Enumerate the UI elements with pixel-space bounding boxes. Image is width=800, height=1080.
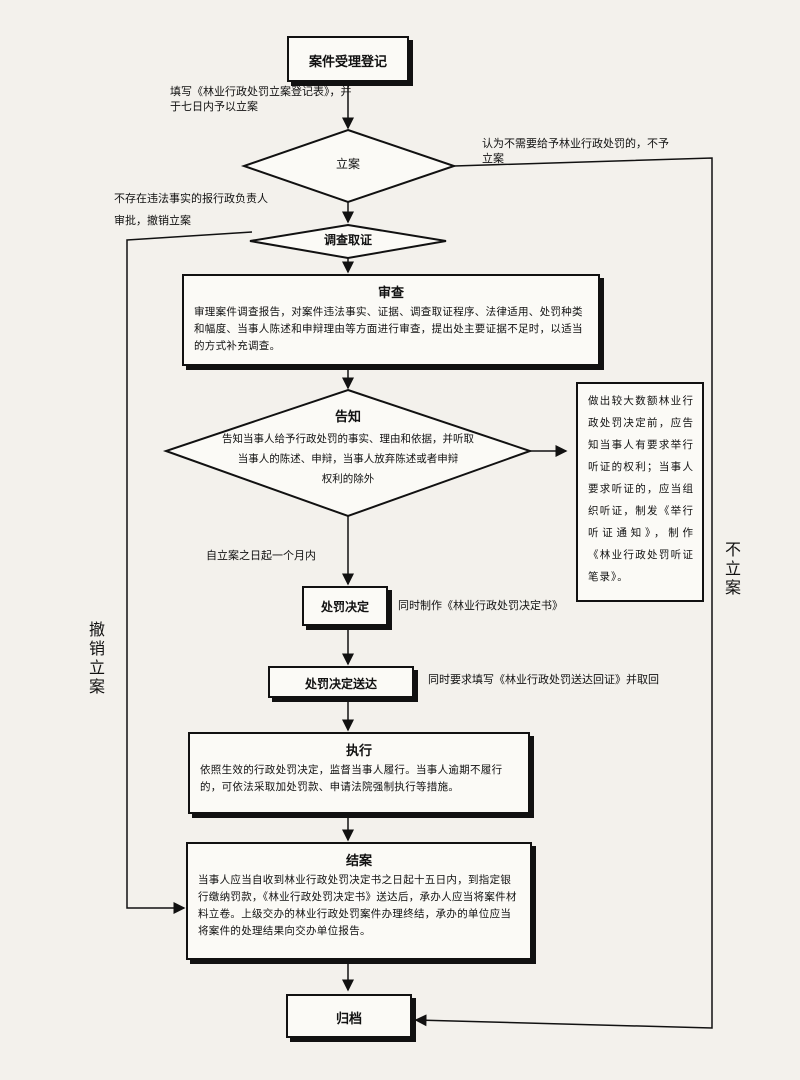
notify-title: 告知 [334,410,361,425]
revoke-side-label: 撤销立案 [88,620,105,696]
review-title: 审查 [377,286,404,301]
execute-body: 依照生效的行政处罚决定，监督当事人履行。当事人逾期不履行的，可依法采取加处罚款、… [200,764,503,793]
make-decision-label: 同时制作《林业行政处罚决定书》 [398,599,563,612]
register-box: 案件受理登记 [287,36,409,82]
decision-box: 处罚决定 [302,586,388,626]
decision-title: 处罚决定 [320,600,369,614]
investigate-title: 调查取证 [323,233,372,247]
within-month-label: 自立案之日起一个月内 [206,549,316,562]
notify-line2: 当事人的陈述、申辩，当事人放弃陈述或者申辩 [237,453,459,465]
close-title: 结案 [345,854,372,869]
notify-line3: 权利的除外 [321,473,375,485]
execute-title: 执行 [345,744,372,759]
no-filing-side-label: 不立案 [724,540,741,597]
filing-title: 立案 [335,157,360,171]
filing-diamond [240,128,458,204]
arrow-revoke-to-close [126,231,253,914]
archive-box: 归档 [286,994,412,1038]
hearing-note-box: 做出较大数额林业行政处罚决定前，应告知当事人有要求举行听证的权利；当事人要求听证… [576,382,704,602]
arrow-no-filing-to-archive [414,157,713,1029]
revoke-reason-label: 不存在违法事实的报行政负责人审批，撤销立案 [114,192,268,227]
delivery-receipt-label: 同时要求填写《林业行政处罚送达回证》并取回 [428,673,659,686]
investigate-diamond [249,223,447,260]
close-box: 结案 当事人应当自收到林业行政处罚决定书之日起十五日内，到指定银行缴纳罚款，《林… [186,842,532,960]
notify-line1: 告知当事人给予行政处罚的事实、理由和依据，并听取 [222,433,474,445]
delivery-box: 处罚决定送达 [268,666,414,698]
no-filing-reason-label: 认为不需要给予林业行政处罚的，不予立案 [482,137,669,165]
notify-diamond [162,388,534,518]
review-box: 审查 审理案件调查报告，对案件违法事实、证据、调查取证程序、法律适用、处罚种类和… [182,274,600,366]
delivery-title: 处罚决定送达 [304,677,377,691]
execute-box: 执行 依照生效的行政处罚决定，监督当事人履行。当事人逾期不履行的，可依法采取加处… [188,732,530,814]
review-body: 审理案件调查报告，对案件违法事实、证据、调查取证程序、法律适用、处罚种类和幅度、… [194,306,583,352]
archive-title: 归档 [335,1012,362,1027]
close-body: 当事人应当自收到林业行政处罚决定书之日起十五日内，到指定银行缴纳罚款，《林业行政… [198,874,517,937]
fill-form-label: 填写《林业行政处罚立案登记表》，并于七日内予以立案 [170,85,352,113]
register-title: 案件受理登记 [308,55,387,70]
